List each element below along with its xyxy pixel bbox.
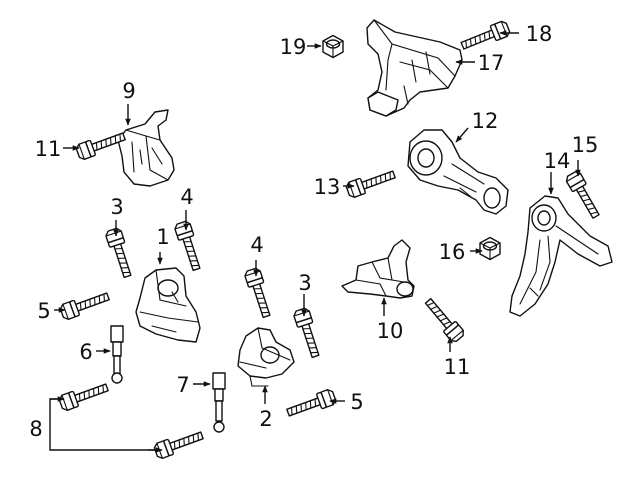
bolt-4-left bbox=[173, 219, 205, 273]
bracket-14 bbox=[509, 195, 613, 317]
callout-4-right: 4 bbox=[250, 233, 263, 257]
callout-3-right: 3 bbox=[298, 271, 311, 295]
callout-16: 16 bbox=[439, 240, 466, 264]
bolt-4-right bbox=[243, 266, 275, 320]
bolt-8-lower bbox=[152, 427, 206, 461]
link-6 bbox=[110, 325, 124, 384]
leader-lines bbox=[49, 30, 581, 453]
bracket-17 bbox=[366, 19, 463, 117]
callout-17: 17 bbox=[478, 51, 505, 75]
callout-14: 14 bbox=[544, 149, 571, 173]
bolt-5-right bbox=[284, 387, 338, 421]
bolt-15 bbox=[563, 169, 604, 222]
bolt-11-right bbox=[421, 295, 467, 345]
link-7 bbox=[212, 372, 226, 433]
callout-13: 13 bbox=[314, 175, 341, 199]
callout-18: 18 bbox=[526, 22, 553, 46]
callout-2: 2 bbox=[259, 407, 272, 431]
callout-11-right: 11 bbox=[444, 355, 471, 379]
engine-mount-1 bbox=[135, 267, 201, 343]
callout-labels: 1 2 3 3 4 4 5 5 6 7 8 9 10 11 11 12 13 1… bbox=[29, 22, 598, 441]
callout-4-left: 4 bbox=[180, 185, 193, 209]
bolt-18 bbox=[458, 19, 512, 54]
callout-7: 7 bbox=[176, 373, 189, 397]
nut-19 bbox=[322, 34, 344, 59]
callout-1: 1 bbox=[156, 225, 169, 249]
bolt-13 bbox=[344, 166, 398, 200]
callout-5-left: 5 bbox=[37, 299, 50, 323]
bolt-5-left bbox=[58, 288, 112, 322]
nut-16 bbox=[479, 236, 501, 261]
callout-19: 19 bbox=[280, 35, 307, 59]
callout-5-right: 5 bbox=[350, 390, 363, 414]
bracket-10 bbox=[341, 239, 415, 299]
bolt-3-right bbox=[292, 306, 324, 360]
callout-10: 10 bbox=[377, 319, 404, 343]
callout-12: 12 bbox=[472, 109, 499, 133]
callout-6: 6 bbox=[79, 340, 92, 364]
bolt-8-upper bbox=[57, 379, 111, 413]
callout-11-left: 11 bbox=[35, 137, 62, 161]
callout-3-left: 3 bbox=[110, 195, 123, 219]
bolt-3-left bbox=[104, 226, 136, 280]
callout-15: 15 bbox=[572, 133, 599, 157]
bracket-9 bbox=[117, 109, 175, 187]
callout-9: 9 bbox=[122, 79, 135, 103]
torque-rod-12 bbox=[407, 129, 509, 215]
mount-2 bbox=[237, 327, 295, 387]
callout-8: 8 bbox=[29, 417, 42, 441]
